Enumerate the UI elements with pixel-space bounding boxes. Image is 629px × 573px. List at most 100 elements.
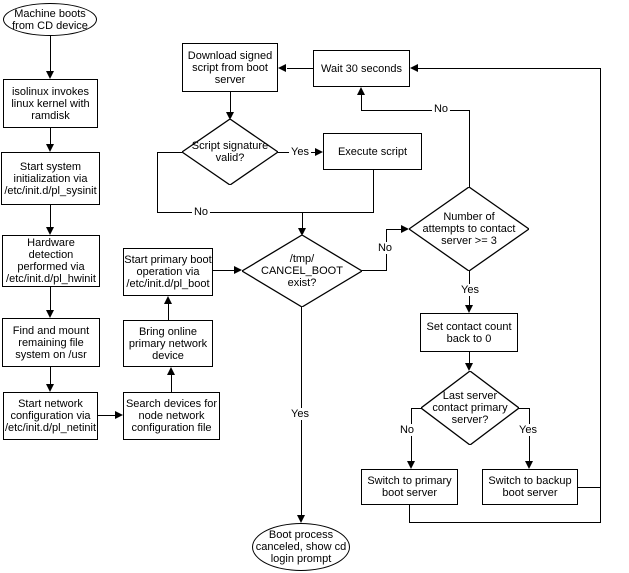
node-hwinit-label: Hardware detection performed via /etc/in… bbox=[6, 237, 96, 285]
node-attempts-decision: Number of attempts to contact server >= … bbox=[409, 187, 529, 271]
arrowhead-lastserver-switchbackup bbox=[525, 461, 533, 469]
arrowhead-attempts-wait bbox=[357, 87, 365, 95]
arrowhead-attempts-setcount bbox=[465, 305, 473, 313]
arrowhead-download-sigvalid bbox=[226, 112, 234, 120]
node-cancel-boot-decision: /tmp/ CANCEL_BOOT exist? bbox=[242, 235, 362, 307]
arrowhead-wait-download bbox=[278, 64, 286, 72]
edge-cancelboot-no-seg3 bbox=[386, 229, 401, 230]
edge-search-bringonline-line bbox=[171, 374, 172, 392]
node-search-devices: Search devices for node network configur… bbox=[123, 392, 220, 440]
node-isolinux: isolinux invokes linux kernel with ramdi… bbox=[3, 79, 98, 128]
node-wait-30-seconds: Wait 30 seconds bbox=[313, 50, 410, 87]
arrowhead-cancelboot-canceled bbox=[297, 515, 305, 523]
node-wait-30-seconds-label: Wait 30 seconds bbox=[321, 62, 402, 75]
node-isolinux-label: isolinux invokes linux kernel with ramdi… bbox=[11, 85, 90, 122]
arrowhead-setcount-lastserver bbox=[465, 363, 473, 371]
node-hwinit: Hardware detection performed via /etc/in… bbox=[2, 235, 100, 287]
edge-start-isolinux-line bbox=[50, 36, 51, 73]
arrowhead-bringonline-plboot bbox=[164, 296, 172, 304]
node-bring-online: Bring online primary network device bbox=[123, 320, 213, 367]
edge-sigvalid-no-seg1 bbox=[157, 152, 182, 153]
edge-download-sigvalid-line bbox=[230, 92, 231, 112]
arrowhead-plboot-cancelboot bbox=[234, 266, 242, 274]
node-switch-primary-label: Switch to primary boot server bbox=[367, 475, 452, 499]
arrowhead-hwinit-findmount bbox=[46, 310, 54, 318]
edge-isolinux-sysinit-line bbox=[50, 128, 51, 146]
node-canceled-label: Boot process canceled, show cd login pro… bbox=[255, 529, 347, 565]
node-start-label: Machine boots from CD device bbox=[12, 7, 88, 32]
node-findmount: Find and mount remaining file system on … bbox=[2, 318, 100, 367]
node-pl-boot-label: Start primary boot operation via /etc/in… bbox=[124, 254, 212, 290]
node-switch-primary: Switch to primary boot server bbox=[361, 469, 458, 505]
node-script-signature-decision: Script signature valid? bbox=[182, 119, 278, 185]
edge-bringonline-plboot-line bbox=[168, 303, 169, 320]
edge-return-seg1 bbox=[409, 505, 410, 522]
node-netinit-label: Start network configuration via /etc/ini… bbox=[4, 398, 97, 434]
edge-label-attempts-yes: Yes bbox=[459, 284, 481, 296]
arrowhead-findmount-netinit bbox=[46, 384, 54, 392]
arrowhead-netinit-search bbox=[115, 411, 123, 419]
arrowhead-sysinit-hwinit bbox=[46, 227, 54, 235]
node-sysinit: Start system initialization via /etc/ini… bbox=[1, 152, 100, 205]
edge-label-cancelboot-no: No bbox=[375, 242, 395, 254]
node-cancel-boot-label: /tmp/ CANCEL_BOOT exist? bbox=[261, 253, 343, 289]
arrowhead-junction-cancelboot bbox=[298, 228, 306, 236]
node-bring-online-label: Bring online primary network device bbox=[128, 325, 208, 362]
edge-cancelboot-no-seg1 bbox=[362, 270, 387, 271]
node-findmount-label: Find and mount remaining file system on … bbox=[12, 324, 90, 361]
node-sysinit-label: Start system initialization via /etc/ini… bbox=[4, 160, 97, 197]
diamond-shape bbox=[409, 187, 529, 271]
node-execute-script: Execute script bbox=[323, 133, 422, 170]
node-start-terminator: Machine boots from CD device bbox=[3, 3, 97, 36]
node-script-signature-label: Script signature valid? bbox=[191, 140, 269, 164]
edge-lastserver-yes-seg1 bbox=[518, 408, 530, 409]
edge-setcount-lastserver-line bbox=[469, 352, 470, 363]
edge-return-seg4 bbox=[418, 68, 600, 69]
edge-attempts-no-seg3 bbox=[361, 95, 362, 110]
edge-wait-download-line bbox=[287, 68, 313, 69]
edge-label-lastserver-yes: Yes bbox=[517, 424, 539, 436]
node-set-contact-count-label: Set contact count back to 0 bbox=[426, 320, 512, 345]
node-switch-backup-label: Switch to backup boot server bbox=[488, 475, 572, 499]
arrowhead-search-bringonline bbox=[167, 367, 175, 375]
edge-attempts-no-seg2 bbox=[361, 110, 469, 111]
edge-plboot-cancelboot-line bbox=[213, 270, 234, 271]
node-execute-script-label: Execute script bbox=[337, 145, 408, 158]
diamond-shape bbox=[242, 235, 362, 307]
arrowhead-sigvalid-execute bbox=[315, 148, 323, 156]
edge-attempts-no-seg1 bbox=[469, 110, 470, 187]
arrowhead-return-wait bbox=[410, 64, 418, 72]
edge-hwinit-findmount-line bbox=[50, 287, 51, 312]
node-pl-boot: Start primary boot operation via /etc/in… bbox=[123, 248, 213, 296]
edge-junction-cancelboot-line bbox=[302, 212, 303, 228]
edge-sigvalid-no-seg2 bbox=[157, 152, 158, 213]
edge-netinit-search-line bbox=[98, 415, 116, 416]
diamond-shape bbox=[182, 119, 278, 185]
arrowhead-start-isolinux bbox=[46, 71, 54, 79]
edge-sigvalid-no-seg3 bbox=[157, 212, 374, 213]
arrowhead-isolinux-sysinit bbox=[46, 144, 54, 152]
node-last-server-decision: Last server contact primary server? bbox=[421, 371, 519, 445]
edge-execute-junction-line bbox=[373, 170, 374, 213]
edge-label-sigvalid-no: No bbox=[191, 206, 211, 218]
arrowhead-cancelboot-attempts bbox=[401, 225, 409, 233]
node-download-script-label: Download signed script from boot server bbox=[187, 49, 273, 86]
node-download-script: Download signed script from boot server bbox=[182, 43, 278, 92]
edge-return-seg3 bbox=[600, 68, 601, 523]
arrowhead-lastserver-switchprimary bbox=[407, 461, 415, 469]
node-last-server-label: Last server contact primary server? bbox=[432, 390, 508, 426]
node-canceled-terminator: Boot process canceled, show cd login pro… bbox=[252, 523, 350, 571]
edge-label-lastserver-no: No bbox=[397, 424, 417, 436]
node-attempts-label: Number of attempts to contact server >= … bbox=[422, 211, 516, 247]
edge-backup-return-line bbox=[578, 487, 600, 488]
edge-label-attempts-no: No bbox=[431, 103, 451, 115]
edge-sysinit-hwinit-line bbox=[50, 205, 51, 229]
edge-lastserver-no-seg1 bbox=[411, 408, 422, 409]
edge-return-seg2 bbox=[409, 522, 601, 523]
edge-findmount-netinit-line bbox=[50, 367, 51, 386]
node-search-devices-label: Search devices for node network configur… bbox=[125, 398, 218, 434]
node-switch-backup: Switch to backup boot server bbox=[482, 469, 578, 505]
diamond-shape bbox=[421, 371, 519, 445]
node-netinit: Start network configuration via /etc/ini… bbox=[3, 392, 98, 440]
